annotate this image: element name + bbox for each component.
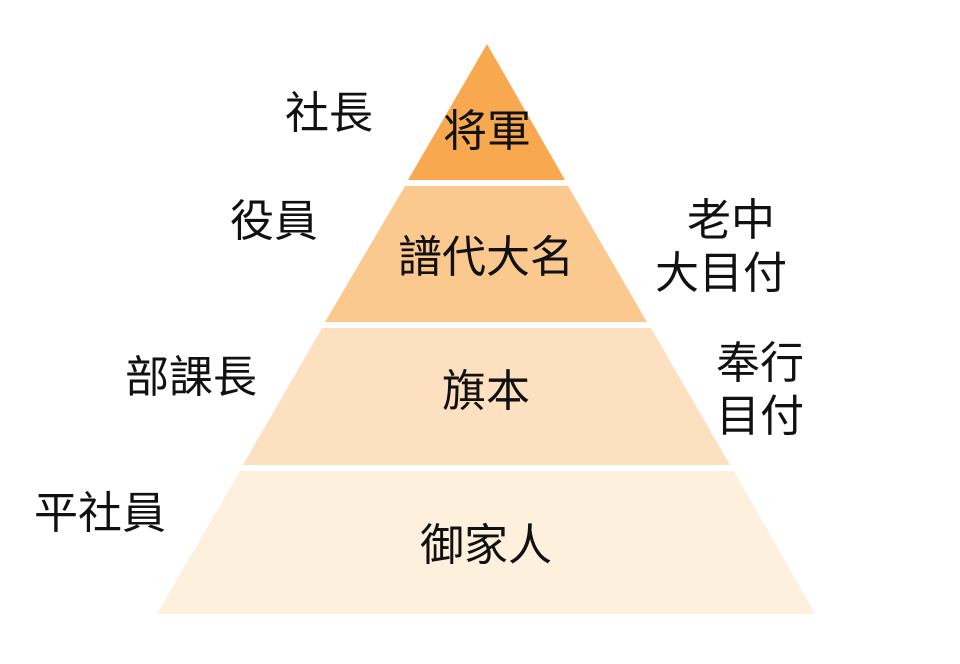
tier-shogun	[408, 44, 565, 180]
tier-gokenin	[157, 471, 815, 614]
tier-fudai-daimyo	[325, 186, 647, 322]
left-label-executive: 役員	[230, 196, 318, 247]
right-label-ometsuke: 大目付	[655, 247, 787, 299]
left-label-staff: 平社員	[34, 488, 166, 539]
right-label-metsuke: 目付	[716, 390, 804, 442]
tier-hatamoto	[243, 328, 730, 465]
right-label-bugyo: 奉行	[716, 338, 804, 389]
tier-label-gokenin: 御家人	[420, 520, 552, 571]
tier-label-hatamoto: 旗本	[442, 366, 530, 417]
right-label-roju: 老中	[687, 195, 775, 246]
left-label-manager: 部課長	[125, 352, 257, 403]
right-label-tier2: 老中 大目付	[655, 195, 787, 301]
left-label-president: 社長	[285, 88, 373, 139]
tier-label-shogun: 将軍	[443, 106, 531, 157]
tier-label-fudai-daimyo: 譜代大名	[398, 232, 574, 283]
right-label-tier3: 奉行 目付	[716, 338, 804, 444]
